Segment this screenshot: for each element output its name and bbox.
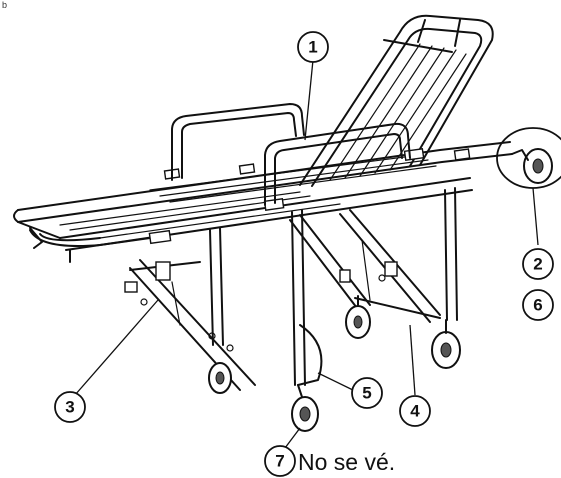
callout-7: 7 [264, 445, 296, 477]
callout-6-label: 6 [533, 296, 542, 315]
callout-3-label: 3 [65, 398, 74, 417]
note-not-visible: No se vé. [298, 449, 395, 475]
callout-5: 5 [351, 377, 383, 409]
callout-7-label: 7 [275, 452, 284, 471]
callout-5-label: 5 [362, 384, 371, 403]
legs [124, 187, 458, 391]
stretcher-illustration [13, 14, 561, 432]
side-rails [171, 103, 411, 206]
callout-4-label: 4 [410, 402, 420, 421]
deck-frame [13, 141, 513, 263]
callout-3: 3 [54, 391, 86, 423]
backrest [299, 14, 494, 187]
callout-1-label: 1 [308, 38, 317, 57]
leader-lines [74, 59, 539, 453]
loading-wheel [496, 127, 561, 189]
callout-2-label: 2 [533, 255, 542, 274]
callout-1: 1 [297, 31, 329, 63]
corner-mark: b [2, 0, 8, 10]
wheels [208, 295, 461, 432]
callout-2: 2 [522, 248, 554, 280]
callout-6: 6 [522, 289, 554, 321]
callout-4: 4 [399, 395, 431, 427]
